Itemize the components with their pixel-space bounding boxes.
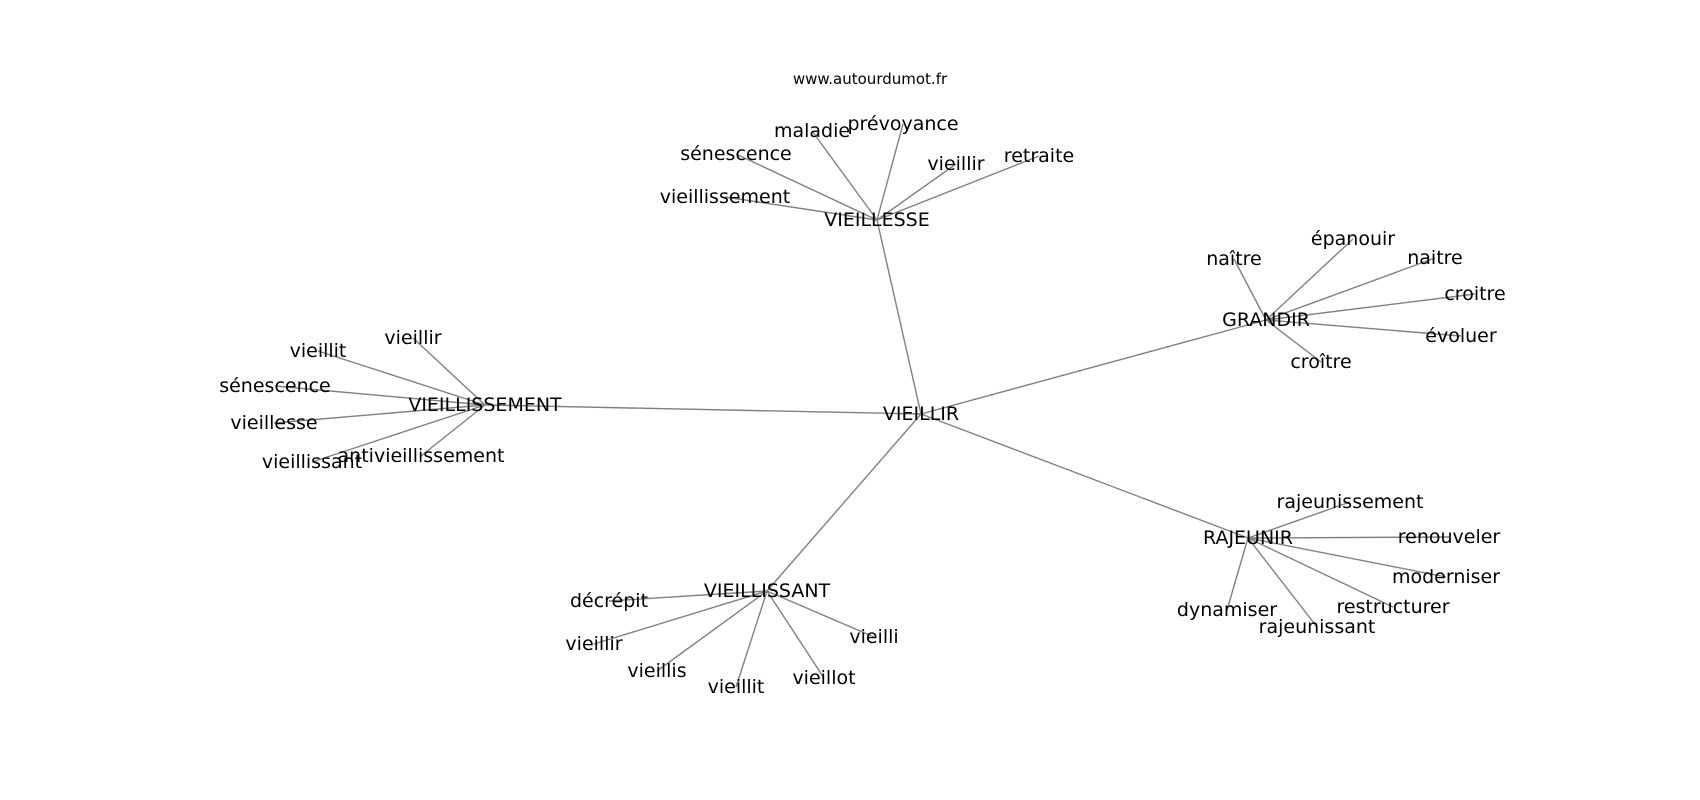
node-grandir-naitre[interactable]: naître <box>1206 248 1262 270</box>
edge-vieillissant-vieillit <box>735 590 768 688</box>
edge-root-rajeunir <box>920 413 1249 539</box>
node-vieillesse-vieillir[interactable]: vieillir <box>927 153 984 175</box>
node-vieillissant-vieillir[interactable]: vieillir <box>565 633 622 655</box>
edge-vieillissement-antivieillissement <box>420 404 486 457</box>
edge-grandir-epanouir <box>1265 238 1354 321</box>
edge-rajeunir-moderniser <box>1247 537 1447 578</box>
edge-vieillissement-vieillit <box>317 350 486 406</box>
edge-vieillissant-vieilli <box>766 590 875 638</box>
node-vieillissement-vieillir[interactable]: vieillir <box>384 327 441 349</box>
edge-grandir-naitre <box>1265 257 1436 321</box>
node-vieillissant-vieillot[interactable]: vieillot <box>792 667 855 689</box>
labels-layer: VIEILLIR VIEILLESSE vieillissement sénescen… <box>219 113 1505 698</box>
node-rajeunir-restructurer[interactable]: restructurer <box>1336 596 1449 618</box>
edge-vieillesse-retraite <box>876 155 1040 221</box>
node-grandir-naitre[interactable]: naitre <box>1407 247 1463 269</box>
node-rajeunir[interactable]: RAJEUNIR <box>1203 527 1293 549</box>
edge-grandir-evoluer <box>1265 319 1462 337</box>
edges-layer <box>273 123 1476 688</box>
edge-vieillesse-prevoyance <box>876 123 904 221</box>
edge-vieillissant-vieillir <box>593 590 768 645</box>
edge-grandir-croitre <box>1265 319 1322 363</box>
edge-vieillesse-vieillissement <box>724 196 878 221</box>
node-vieillesse-retraite[interactable]: retraite <box>1004 145 1074 167</box>
node-grandir-epanouir[interactable]: épanouir <box>1311 228 1395 250</box>
website-credit: www.autourdumot.fr <box>792 70 948 88</box>
edge-rajeunir-dynamiser <box>1226 537 1249 611</box>
node-vieillesse-maladie[interactable]: maladie <box>774 120 850 142</box>
edge-grandir-naitre <box>1233 258 1267 321</box>
edge-vieillissant-vieillis <box>656 590 768 672</box>
node-vieillissant-decrepit[interactable]: décrépit <box>570 590 648 612</box>
node-vieillissement-antivieillissement[interactable]: antivieillissement <box>338 445 505 467</box>
node-rajeunir-moderniser[interactable]: moderniser <box>1392 566 1500 588</box>
node-vieillissant[interactable]: VIEILLISSANT <box>704 580 831 602</box>
node-rajeunir-dynamiser[interactable]: dynamiser <box>1177 599 1277 621</box>
node-grandir-croitre[interactable]: croitre <box>1444 283 1505 305</box>
edge-root-vieillissant <box>766 413 922 592</box>
node-grandir-croitre[interactable]: croître <box>1290 351 1351 373</box>
edge-vieillissant-decrepit <box>608 590 768 602</box>
edge-vieillissement-vieillesse <box>273 404 486 424</box>
node-vieillesse-vieillissement[interactable]: vieillissement <box>660 186 791 208</box>
edge-grandir-croitre <box>1265 293 1476 321</box>
edge-vieillissement-vieillissant <box>311 404 486 463</box>
edge-vieillissement-vieillir <box>412 337 486 406</box>
edge-rajeunir-renouveler <box>1247 536 1450 539</box>
node-rajeunir-rajeunissant[interactable]: rajeunissant <box>1259 616 1376 638</box>
node-rajeunir-rajeunissement[interactable]: rajeunissement <box>1277 491 1424 513</box>
node-vieillissement[interactable]: VIEILLISSEMENT <box>408 394 562 416</box>
node-vieillesse-prevoyance[interactable]: prévoyance <box>847 113 958 135</box>
node-vieillissant-vieilli[interactable]: vieilli <box>849 626 898 648</box>
node-root[interactable]: VIEILLIR <box>883 403 959 425</box>
edge-rajeunir-restructurer <box>1247 537 1394 608</box>
edge-root-vieillissement <box>484 404 922 415</box>
edge-rajeunir-rajeunissement <box>1247 501 1351 539</box>
node-vieillissement-vieillissant[interactable]: vieillissant <box>262 451 362 473</box>
node-rajeunir-renouveler[interactable]: renouveler <box>1398 526 1501 548</box>
node-grandir[interactable]: GRANDIR <box>1222 309 1310 331</box>
edge-root-vieillesse <box>876 219 922 415</box>
node-vieillissement-vieillesse[interactable]: vieillesse <box>230 412 317 434</box>
edge-root-grandir <box>920 319 1267 415</box>
node-vieillissement-vieillit[interactable]: vieillit <box>290 340 347 362</box>
node-vieillissement-senescence[interactable]: sénescence <box>219 375 331 397</box>
node-vieillesse[interactable]: VIEILLESSE <box>824 209 930 231</box>
node-grandir-evoluer[interactable]: évoluer <box>1425 325 1497 347</box>
edge-vieillesse-vieillir <box>876 163 957 221</box>
node-vieillissant-vieillit[interactable]: vieillit <box>708 676 765 698</box>
edge-vieillesse-senescence <box>735 153 878 221</box>
node-vieillesse-senescence[interactable]: sénescence <box>680 143 792 165</box>
edge-vieillissement-senescence <box>274 385 486 406</box>
edge-vieillesse-maladie <box>811 130 878 221</box>
edge-rajeunir-rajeunissant <box>1247 537 1318 628</box>
edge-vieillissant-vieillot <box>766 590 825 679</box>
node-vieillissant-vieillis[interactable]: vieillis <box>627 660 686 682</box>
